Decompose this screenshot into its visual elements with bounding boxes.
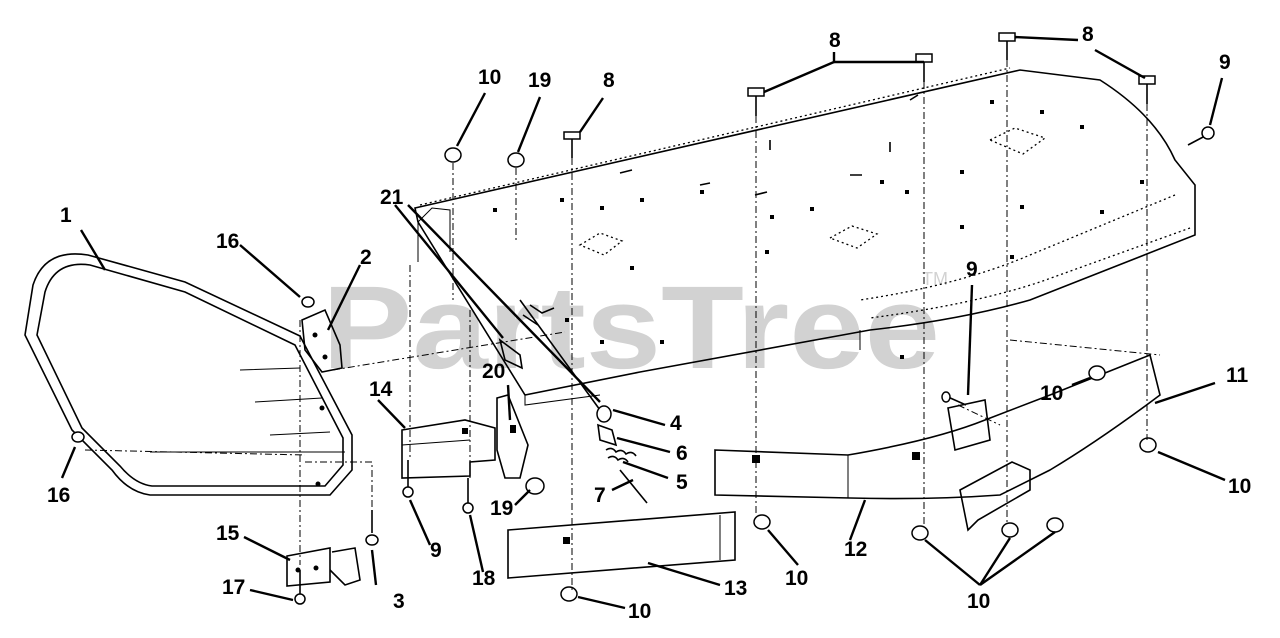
callout-leaders	[60, 35, 1226, 610]
callout-7: 7	[594, 484, 606, 507]
watermark-trademark: TM	[922, 269, 948, 289]
callout-16-a: 16	[216, 230, 239, 253]
bracket-part-14	[401, 419, 496, 479]
callout-10-b: 10	[1040, 382, 1063, 405]
washer-19-b	[525, 477, 545, 495]
nut-10-c	[1139, 437, 1157, 453]
callout-14: 14	[369, 378, 393, 401]
watermark-text: PartsTree	[322, 262, 940, 394]
callout-21: 21	[380, 186, 404, 209]
bolt-8-c	[915, 53, 933, 82]
screw-9-c	[402, 460, 414, 498]
hardware-fasteners	[71, 32, 1215, 605]
callout-9-b: 9	[966, 258, 978, 281]
screw-17	[294, 570, 306, 605]
bracket-part-15	[286, 547, 361, 587]
callout-10-c: 10	[1228, 475, 1251, 498]
callout-19-b: 19	[490, 497, 513, 520]
callout-10-e: 10	[628, 600, 651, 623]
bracket-part-2	[301, 308, 343, 373]
belt-shield-part-13	[507, 511, 736, 579]
screw-9-a	[1187, 126, 1215, 146]
bracket-part-20	[496, 394, 529, 479]
watermark: PartsTree TM	[322, 262, 948, 394]
callout-20: 20	[482, 360, 505, 383]
washer-16-b	[71, 431, 85, 443]
callout-18: 18	[472, 567, 496, 590]
callout-15: 15	[216, 522, 240, 545]
screw-9-b	[941, 391, 967, 406]
callout-19-a: 19	[528, 69, 551, 92]
callout-13: 13	[724, 577, 747, 600]
callout-9-c: 9	[430, 539, 442, 562]
deck-housing	[414, 67, 1196, 406]
nut-10-h	[560, 586, 578, 602]
bolt-8-a	[563, 131, 581, 158]
callout-labels: 1 2 3 4 5 6 7 8 8 8 9 9 9 10 10 10 10 10…	[47, 23, 1251, 623]
bracket-part-11	[947, 399, 1031, 532]
assembly-center-lines	[84, 60, 1161, 590]
nut-10-d	[753, 514, 771, 530]
bolt-8-e	[1138, 75, 1156, 104]
washer-16-a	[301, 296, 315, 308]
callout-6: 6	[676, 442, 688, 465]
nut-10-a	[444, 147, 462, 163]
bolt-8-d	[998, 32, 1016, 60]
callout-9-a: 9	[1219, 51, 1231, 74]
callout-16-b: 16	[47, 484, 70, 507]
callout-5: 5	[676, 471, 688, 494]
callout-10-f: 10	[967, 590, 990, 613]
callout-10-d: 10	[785, 567, 808, 590]
nut-10-e	[911, 525, 929, 541]
nut-10-b	[1088, 365, 1106, 381]
deck-holes	[493, 94, 1144, 359]
nut-10-f	[1001, 522, 1019, 538]
callout-1: 1	[60, 204, 72, 227]
bolt-8-b	[747, 87, 765, 116]
callout-8-a: 8	[603, 69, 615, 92]
callout-10-a: 10	[478, 66, 501, 89]
callout-8-b: 8	[829, 29, 841, 52]
screw-3	[365, 510, 379, 546]
callout-8-c: 8	[1082, 23, 1094, 46]
belt-shield-part-12	[714, 353, 1161, 500]
callout-3: 3	[393, 590, 405, 613]
nut-10-g	[1046, 517, 1064, 533]
callout-4: 4	[670, 412, 682, 435]
washer-19-a	[507, 152, 525, 168]
callout-11: 11	[1226, 364, 1249, 387]
screw-18	[462, 478, 474, 514]
callout-2: 2	[360, 246, 372, 269]
front-guard-part-1	[24, 253, 353, 496]
spring-assembly-parts-4-7	[498, 299, 648, 504]
callout-12: 12	[844, 538, 867, 561]
callout-17: 17	[222, 576, 245, 599]
